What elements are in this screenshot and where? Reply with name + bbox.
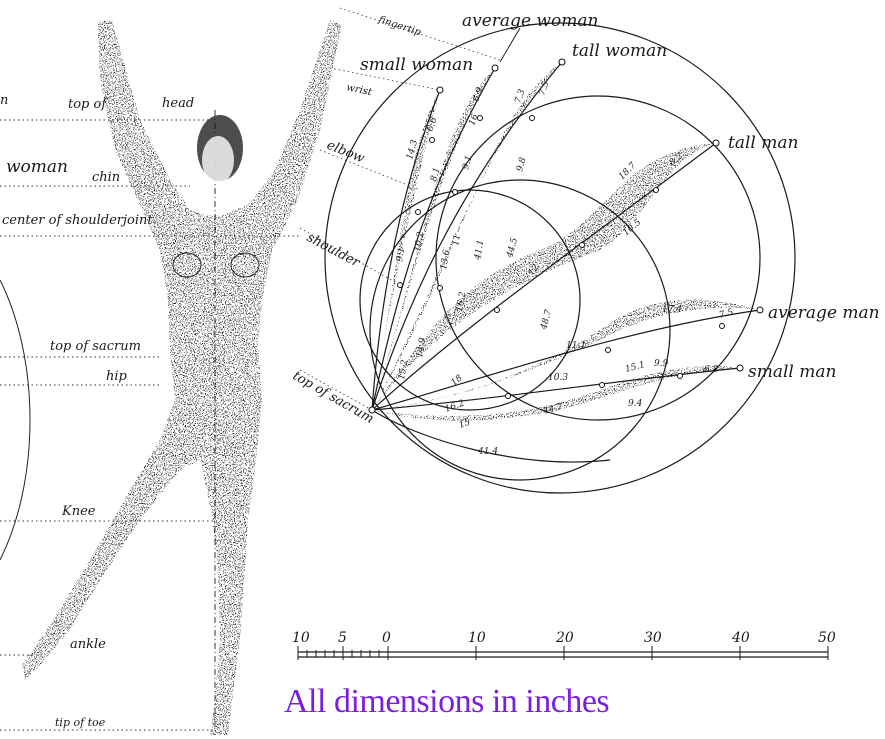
dim-value: 13.6 <box>439 249 452 271</box>
knee-label: Knee <box>61 504 96 519</box>
joint-dots <box>369 59 763 413</box>
dim-value: 11 <box>451 234 463 247</box>
chin-label: chin <box>92 170 120 185</box>
scale-tick-label: 50 <box>818 630 836 646</box>
dim-value: 15.1 <box>624 360 646 375</box>
shoulderjoint-label: center of shoulderjoint <box>2 213 153 228</box>
scale-tick-label: 20 <box>555 630 574 646</box>
fingertip-label: fingertip <box>376 14 423 38</box>
average-woman-label: average woman <box>462 11 598 31</box>
woman-label: woman <box>6 157 68 177</box>
scale-tick-label: 0 <box>382 630 391 646</box>
dim-value: 7.5 <box>718 307 735 320</box>
wrist-label: wrist <box>345 82 373 98</box>
tall-woman-label: tall woman <box>572 41 667 61</box>
tip-of-toe-label: tip of toe <box>55 716 106 729</box>
dim-value: 9.1 <box>395 247 407 263</box>
head-partial-label: n <box>0 93 8 108</box>
dim-value: 6.8 <box>704 365 719 375</box>
dim-value: 10.2 <box>413 231 426 253</box>
dim-value: 44.5 <box>505 237 520 260</box>
small-woman-label: small woman <box>360 55 473 75</box>
dim-value: 44.7 <box>541 402 564 417</box>
dim-value: 14.9 <box>415 337 428 359</box>
tall-man-label: tall man <box>728 133 798 153</box>
dim-value: 9.4 <box>628 399 643 409</box>
scale-tick-label: 30 <box>644 630 662 646</box>
dim-value: 41.1 <box>473 239 487 261</box>
top-of-label: top of <box>68 97 108 112</box>
small-man-label: small man <box>748 362 836 382</box>
average-man-label: average man <box>768 303 880 323</box>
dim-value: 16.2 <box>444 398 467 414</box>
stippled-crescents <box>372 62 760 421</box>
head-label: head <box>162 96 194 111</box>
dim-value: 17.4 <box>662 305 682 315</box>
dim-value: 9.8 <box>515 156 528 173</box>
dim-value: 41.4 <box>477 447 498 457</box>
scale-tick-label: 5 <box>338 630 347 646</box>
scale-tick-label: 40 <box>731 630 750 646</box>
dim-value: 11.1 <box>566 341 586 351</box>
scale-bar: 10 5 0 10 20 30 40 50 <box>292 630 836 660</box>
dim-value: 9.1 <box>461 154 474 170</box>
dim-value: 9.9 <box>654 359 669 369</box>
dimension-numbers: 6.9 6.6 7.3 7.5 16 14.3 8.1 9.1 9.8 18.7… <box>395 80 735 457</box>
units-caption: All dimensions in inches <box>284 683 609 721</box>
ankle-label: ankle <box>70 637 106 652</box>
dim-value: 48.7 <box>539 309 554 332</box>
left-reach-arc <box>0 280 30 560</box>
shoulder-label: shoulder <box>304 230 363 271</box>
dim-value: 10.3 <box>548 373 568 383</box>
scale-tick-label: 10 <box>468 630 486 646</box>
top-of-sacrum-label: top of sacrum <box>50 339 141 354</box>
scale-tick-label: 10 <box>292 630 310 646</box>
top-of-sacrum-ray-label: top of sacrum <box>290 368 376 426</box>
hip-label: hip <box>106 369 128 384</box>
